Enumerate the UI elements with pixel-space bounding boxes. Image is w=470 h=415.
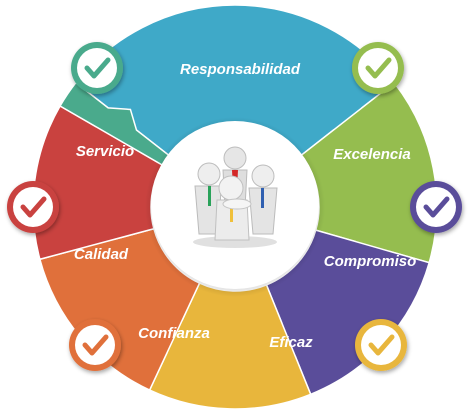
check-icon (69, 319, 121, 371)
check-icon (71, 42, 123, 94)
label-compromiso: Compromiso (324, 253, 417, 270)
label-servicio: Servicio (76, 143, 134, 160)
check-icon (410, 181, 462, 233)
label-calidad: Calidad (74, 246, 129, 263)
check-icon (7, 181, 59, 233)
label-excelencia: Excelencia (333, 146, 411, 163)
check-icon (355, 319, 407, 371)
label-confianza: Confianza (138, 325, 210, 342)
label-eficaz: Eficaz (269, 334, 313, 351)
checkmark-badges (7, 42, 462, 371)
cycle-ring (32, 4, 438, 410)
segment-labels: Responsabilidad Excelencia Compromiso Ef… (74, 61, 416, 351)
teamwork-people-icon (193, 146, 278, 248)
label-responsabilidad: Responsabilidad (180, 61, 301, 78)
check-icon (352, 42, 404, 94)
